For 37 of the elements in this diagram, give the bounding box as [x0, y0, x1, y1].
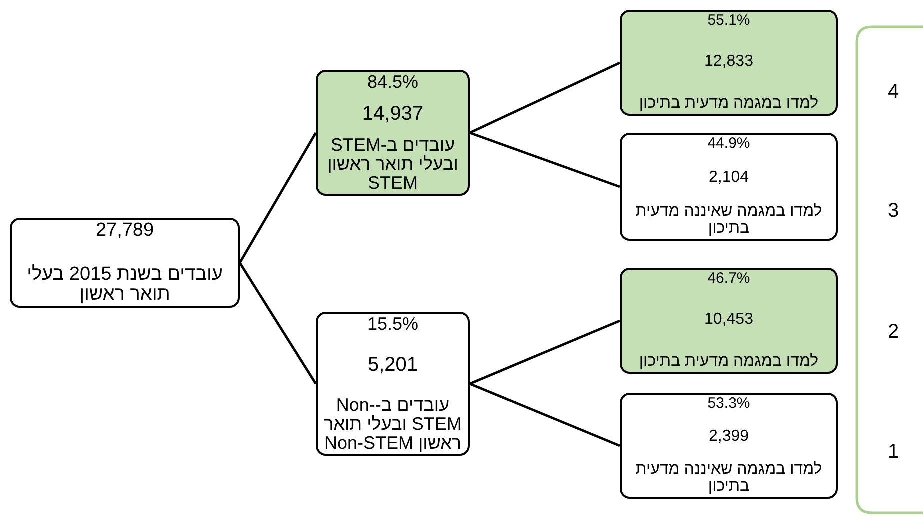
category-box: [620, 133, 838, 241]
connector-line: [238, 262, 318, 385]
percentage-value: 84.5%: [367, 73, 419, 92]
category-description: למדו במגמה שאיננה מדעית בתיכון: [634, 204, 824, 238]
percentage-value: 55.1%: [708, 13, 750, 29]
category-description: למדו במגמה מדעית בתיכון: [639, 354, 819, 371]
count-value: 14,937: [362, 104, 424, 125]
category-description: עובדים ב-Non-STEM ובעלי תואר ראשון Non-STEM: [323, 396, 463, 453]
count-value: 12,833: [704, 54, 754, 71]
category-description: למדו במגמה מדעית בתיכון: [639, 96, 819, 113]
category-box: [10, 218, 240, 308]
highlighted-box: [620, 10, 838, 116]
count-value: 10,453: [704, 312, 754, 329]
connector-line: [470, 132, 620, 188]
connector-line: [238, 132, 318, 264]
category-box: [620, 393, 838, 499]
count-value: 2,399: [708, 428, 750, 446]
connector-line: [469, 62, 621, 134]
connector-line: [470, 382, 620, 448]
count-value: 5,201: [368, 354, 418, 376]
level-number: 4: [888, 81, 900, 104]
category-box: [316, 312, 470, 456]
category-description: למדו במגמה שאיננה מדעית בתיכון: [634, 462, 824, 496]
highlighted-box: [316, 70, 470, 196]
category-description: עובדים בשנת 2015 בעלי תואר ראשון: [26, 265, 224, 305]
highlighted-box: [620, 268, 838, 374]
level-number: 1: [888, 441, 900, 464]
connector-line: [470, 320, 620, 386]
percentage-value: 53.3%: [708, 396, 750, 412]
percentage-value: 46.7%: [708, 271, 750, 287]
count-value: 27,789: [96, 221, 154, 241]
count-value: 2,104: [708, 170, 750, 186]
level-number: 3: [888, 200, 900, 223]
level-number: 2: [888, 321, 900, 344]
percentage-value: 15.5%: [367, 315, 419, 334]
percentage-value: 44.9%: [708, 136, 750, 152]
category-description: עובדים ב-STEM ובעלי תואר ראשון STEM: [326, 136, 460, 193]
